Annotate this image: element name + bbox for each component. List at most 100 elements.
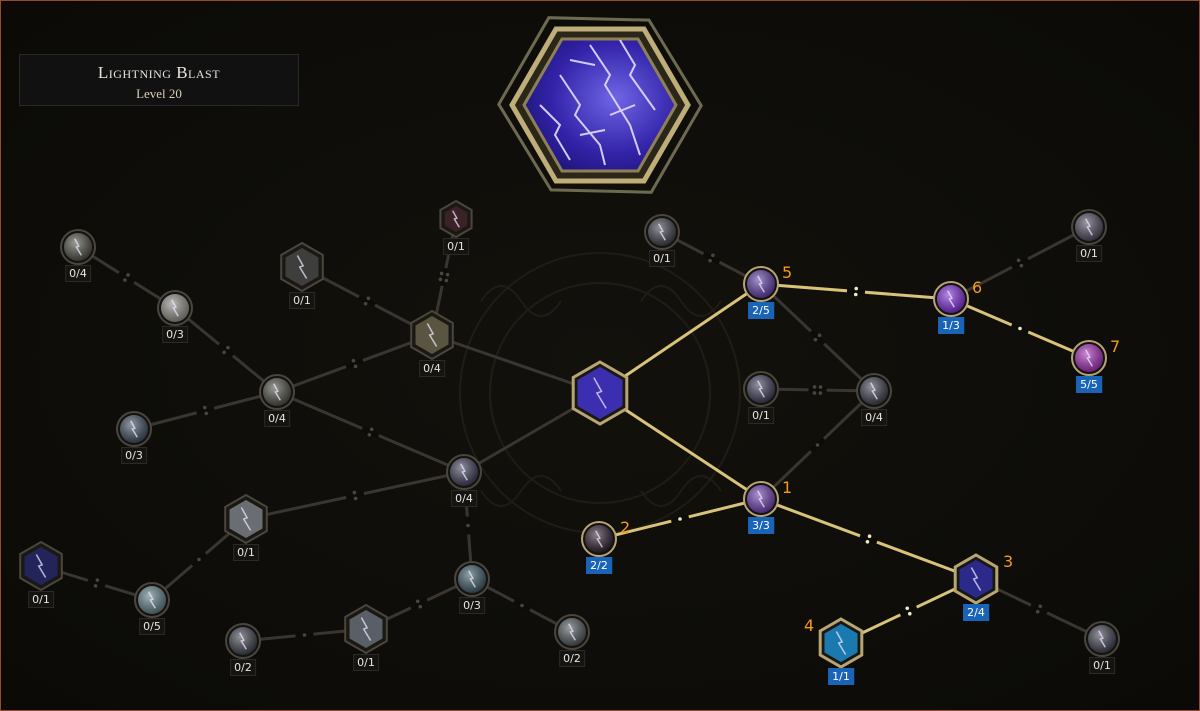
connection-dot	[438, 277, 443, 282]
skill-node-l_shatter[interactable]	[116, 411, 152, 447]
connection-dot	[95, 578, 100, 582]
skill-node-n1[interactable]	[743, 481, 779, 517]
skill-node-l_shield[interactable]	[454, 561, 490, 597]
node-points-badge: 0/1	[353, 654, 379, 671]
connection-dot	[366, 296, 371, 301]
node-points-badge: 0/4	[264, 410, 290, 427]
allocation-order-number: 3	[1003, 552, 1014, 571]
connection-dot	[905, 606, 910, 611]
connection-dot	[202, 405, 207, 410]
connection-dot	[418, 604, 423, 609]
node-points-badge: 0/4	[419, 360, 445, 377]
skill-node-r_cloud[interactable]	[1071, 209, 1107, 245]
node-points-badge: 0/1	[233, 544, 259, 561]
skill-node-r_streak[interactable]	[644, 214, 680, 250]
node-points-badge: 0/3	[459, 597, 485, 614]
skill-node-l_maw[interactable]	[439, 199, 473, 239]
skill-node-n7[interactable]	[1071, 340, 1107, 376]
skill-node-l_impact[interactable]	[224, 493, 268, 545]
skill-node-n5[interactable]	[743, 266, 779, 302]
allocation-order-number: 2	[620, 518, 631, 537]
node-points-badge: 0/4	[451, 490, 477, 507]
skill-node-l_face[interactable]	[280, 241, 324, 293]
skill-node-l_burst[interactable]	[410, 309, 454, 361]
connection-dot	[351, 358, 356, 363]
allocation-order-number: 6	[972, 278, 983, 297]
connection-dot	[352, 490, 357, 495]
node-points-badge: 0/1	[748, 407, 774, 424]
connection-dot	[444, 278, 449, 283]
node-points-badge: 0/2	[559, 650, 585, 667]
lightning-storm-icon	[577, 367, 623, 419]
connection-dot	[369, 427, 374, 432]
connection-dot	[853, 292, 858, 297]
connection-dot	[1035, 609, 1040, 614]
connection-dot	[813, 337, 818, 342]
connection-dot	[812, 391, 817, 395]
skill-node-n6[interactable]	[933, 281, 969, 317]
connection-dot	[1038, 604, 1043, 609]
node-points-badge: 0/5	[139, 618, 165, 635]
skill-node-l_spear[interactable]	[259, 374, 295, 410]
connection-dot	[812, 385, 817, 389]
node-points-badge: 0/4	[861, 409, 887, 426]
node-points-badge: 0/1	[1076, 245, 1102, 262]
connection-dot	[1018, 326, 1022, 331]
skill-node-l_frost[interactable]	[134, 582, 170, 618]
skill-node-r_figures[interactable]	[856, 373, 892, 409]
skill-level: Level 20	[136, 86, 182, 101]
connection-dot	[222, 350, 226, 355]
connection-dot	[415, 599, 420, 604]
node-points-badge: 1/1	[828, 668, 854, 685]
connection-dot	[815, 443, 820, 447]
skill-node-r_claw[interactable]	[743, 371, 779, 407]
node-points-badge: 0/2	[230, 659, 256, 676]
node-points-badge: 0/1	[1089, 657, 1115, 674]
connection-dot	[363, 301, 368, 306]
skill-title-panel: Lightning Blast Level 20	[19, 54, 299, 106]
skill-node-l_staff[interactable]	[446, 454, 482, 490]
connection-dot	[867, 534, 872, 538]
node-points-badge: 0/1	[443, 238, 469, 255]
connection-dot	[445, 272, 450, 277]
connection-line	[599, 282, 762, 395]
connection-dot	[204, 411, 209, 416]
skill-node-l_arc[interactable]	[19, 540, 63, 592]
skill-node-r_rain[interactable]	[1084, 621, 1120, 657]
connection-dot	[817, 333, 822, 338]
skill-node-l_lantern[interactable]	[554, 614, 590, 650]
skill-emblem	[497, 16, 703, 194]
skill-node-l_spirit[interactable]	[344, 603, 388, 655]
skill-node-root[interactable]	[571, 360, 629, 426]
skill-node-l_warrior[interactable]	[225, 623, 261, 659]
allocation-order-number: 4	[804, 616, 815, 635]
skill-node-l_coil[interactable]	[60, 229, 96, 265]
skill-node-n4[interactable]	[818, 617, 864, 669]
connection-dot	[1019, 263, 1024, 268]
connection-dot	[439, 271, 444, 276]
skill-name: Lightning Blast	[97, 63, 221, 82]
connection-dot	[126, 273, 130, 277]
allocation-order-number: 7	[1110, 337, 1121, 356]
node-points-badge: 0/1	[289, 292, 315, 309]
skill-node-n3[interactable]	[953, 553, 999, 605]
connection-dot	[907, 611, 912, 616]
connection-dot	[197, 557, 201, 562]
connection-dot	[818, 391, 823, 395]
node-points-badge: 0/3	[121, 447, 147, 464]
node-points-badge: 5/5	[1076, 376, 1102, 393]
node-points-badge: 2/2	[586, 557, 612, 574]
node-points-badge: 1/3	[938, 317, 964, 334]
node-points-badge: 0/4	[65, 265, 91, 282]
connection-line	[599, 391, 762, 501]
skill-node-n2[interactable]	[581, 521, 617, 557]
connection-dot	[123, 278, 127, 282]
connection-dot	[854, 286, 859, 291]
connection-dot	[708, 258, 712, 263]
node-points-badge: 2/5	[748, 302, 774, 319]
skill-node-l_eye[interactable]	[157, 290, 193, 326]
connection-dot	[818, 385, 823, 389]
connection-dot	[865, 540, 870, 544]
